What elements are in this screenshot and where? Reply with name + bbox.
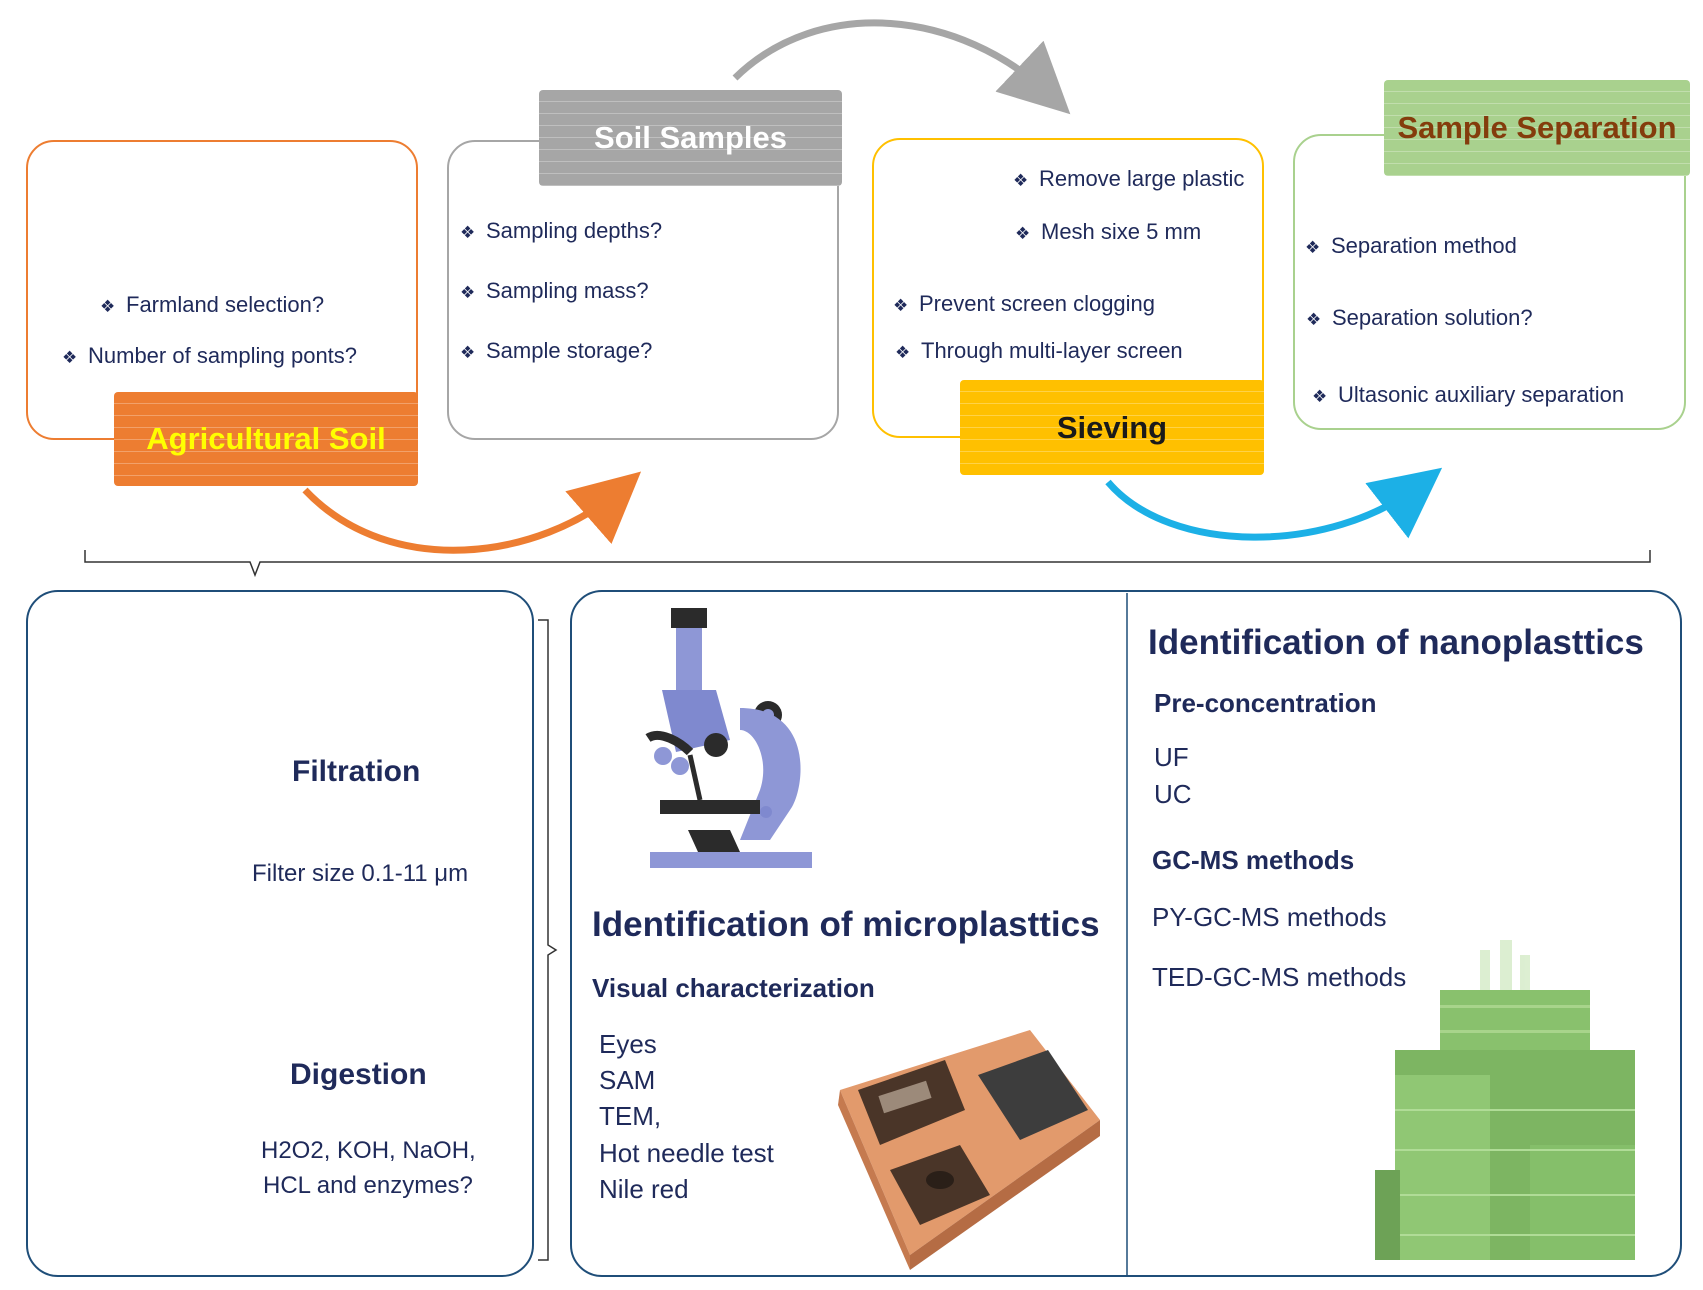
side-bracket (538, 619, 558, 1261)
card-soil-samples (447, 140, 839, 440)
digestion-detail-2: HCL and enzymes? (263, 1172, 473, 1199)
micro-title: Identification of microplasttics (592, 905, 1100, 944)
micro-method-hot-needle: Hot needle test (599, 1138, 774, 1168)
diamond-bullet-icon: ❖ (893, 296, 909, 315)
bullet-farmland-selection: ❖Farmland selection? (100, 292, 325, 317)
diamond-bullet-icon: ❖ (1312, 387, 1328, 406)
nano-item-uc: UC (1154, 779, 1192, 809)
spectrophotometer-icon (838, 1030, 1100, 1270)
diamond-bullet-icon: ❖ (62, 348, 78, 367)
bullet-sampling-depths: ❖Sampling depths? (460, 218, 663, 243)
diamond-bullet-icon: ❖ (1015, 224, 1031, 243)
micro-method-nile-red: Nile red (599, 1174, 689, 1204)
bullet-separation-solution: ❖Separation solution? (1306, 305, 1533, 330)
diamond-bullet-icon: ❖ (460, 283, 476, 302)
header-sieving: Sieving (960, 380, 1264, 475)
microscope-icon (645, 608, 812, 868)
filtration-title: Filtration (292, 755, 421, 788)
nano-title: Identification of nanoplasttics (1148, 623, 1644, 662)
diamond-bullet-icon: ❖ (460, 223, 476, 242)
bullet-multi-layer-screen: ❖Through multi-layer screen (895, 338, 1183, 363)
card-agricultural-soil (26, 140, 418, 440)
top-brace (84, 550, 1651, 578)
header-agricultural-soil: Agricultural Soil (114, 392, 418, 486)
nano-section-gcms: GC-MS methods (1152, 845, 1355, 875)
bullet-sample-storage: ❖Sample storage? (460, 338, 653, 363)
hplc-instrument-icon (1375, 940, 1635, 1260)
bullet-ultrasonic-separation: ❖Ultasonic auxiliary separation (1312, 382, 1625, 407)
diamond-bullet-icon: ❖ (1013, 171, 1029, 190)
bullet-remove-large-plastic: ❖Remove large plastic (1013, 166, 1245, 191)
diamond-bullet-icon: ❖ (895, 343, 911, 362)
micro-subtitle: Visual characterization (592, 973, 875, 1003)
nano-section-preconcentration: Pre-concentration (1154, 688, 1377, 718)
micro-method-sam: SAM (599, 1065, 656, 1095)
arrow-soil-to-samples (302, 471, 642, 554)
nano-item-uf: UF (1154, 742, 1189, 772)
bullet-sampling-points: ❖Number of sampling ponts? (62, 343, 358, 368)
diamond-bullet-icon: ❖ (460, 343, 476, 362)
card-sample-separation (1293, 134, 1686, 430)
bullet-separation-method: ❖Separation method (1305, 233, 1517, 258)
diamond-bullet-icon: ❖ (1306, 310, 1322, 329)
panel-identification (570, 590, 1682, 1277)
diamond-bullet-icon: ❖ (100, 297, 116, 316)
panel-pretreatment (26, 590, 534, 1277)
digestion-title: Digestion (290, 1058, 427, 1091)
bullet-prevent-clogging: ❖Prevent screen clogging (893, 291, 1156, 316)
nano-item-ted-gcms: TED-GC-MS methods (1152, 962, 1407, 992)
micro-method-eyes: Eyes (599, 1029, 657, 1059)
digestion-detail-1: H2O2, KOH, NaOH, (261, 1137, 476, 1164)
micro-method-tem: TEM, (599, 1101, 662, 1131)
header-soil-samples: Soil Samples (539, 90, 842, 186)
bullet-sampling-mass: ❖Sampling mass? (460, 278, 649, 303)
arrow-sieving-to-separation (1105, 467, 1443, 541)
filtration-detail: Filter size 0.1-11 μm (252, 860, 469, 887)
bullet-mesh-size: ❖Mesh sixe 5 mm (1015, 219, 1202, 244)
arrow-samples-to-sieving (732, 19, 1071, 115)
diamond-bullet-icon: ❖ (1305, 238, 1321, 257)
nano-item-py-gcms: PY-GC-MS methods (1152, 902, 1387, 932)
header-sample-separation: Sample Separation (1384, 80, 1690, 176)
